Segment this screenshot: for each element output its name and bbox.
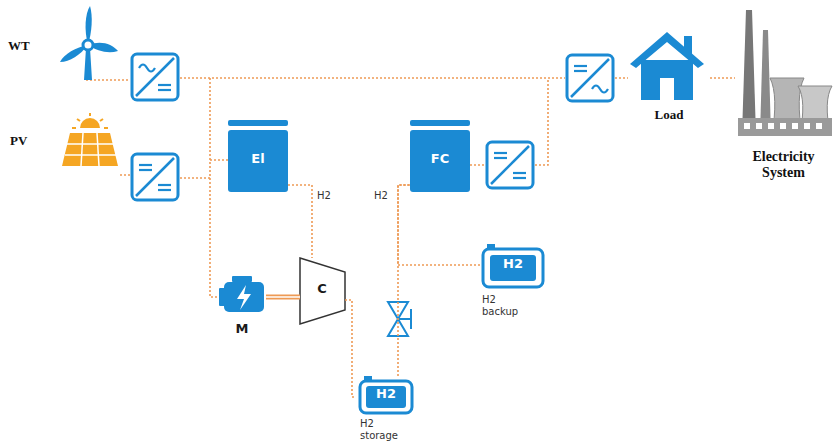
connector-line bbox=[288, 185, 312, 258]
wind-turbine: WT bbox=[4, 5, 120, 87]
compressor-symbol bbox=[300, 258, 345, 324]
pipe-connector bbox=[710, 78, 735, 79]
fuel-cell-box: FC bbox=[410, 130, 470, 192]
node-label: H2 bbox=[490, 257, 536, 272]
node-label: WT bbox=[8, 39, 38, 54]
shaft-connector bbox=[266, 297, 300, 298]
connector-line bbox=[266, 296, 300, 297]
wind-turbine-icon bbox=[60, 6, 118, 80]
electricity-system: Electricity System bbox=[735, 5, 832, 197]
flow-label: H2 bbox=[374, 190, 396, 202]
connector-line bbox=[266, 295, 300, 300]
hydrogen-tanks bbox=[360, 244, 543, 413]
power-plant-icon bbox=[738, 10, 832, 136]
pipe-connector bbox=[345, 300, 356, 397]
pv-panel-icon bbox=[62, 113, 118, 166]
pv-array: PV bbox=[4, 108, 122, 170]
electrolyzer-box: El bbox=[228, 130, 288, 192]
node-label: H2 bbox=[366, 387, 406, 402]
h2-storage-tank: H2 H2 storage bbox=[356, 376, 422, 446]
node-label: El bbox=[228, 152, 288, 167]
ac-dc-converter bbox=[132, 54, 178, 100]
node-caption: H2 storage bbox=[360, 418, 404, 441]
house-icon bbox=[630, 32, 704, 100]
node-label: C bbox=[310, 282, 334, 297]
load-house: Load bbox=[628, 28, 710, 132]
dc-dc-converter bbox=[132, 154, 178, 200]
dc-dc-converter bbox=[487, 142, 533, 188]
pipe-connector bbox=[398, 185, 410, 376]
stack-units bbox=[228, 120, 470, 192]
node-label: Load bbox=[634, 108, 704, 123]
node-label: PV bbox=[10, 134, 40, 149]
connector-line bbox=[398, 185, 480, 265]
pipe-connector bbox=[398, 185, 480, 265]
connector-line bbox=[398, 185, 410, 376]
pipe-connector bbox=[288, 185, 312, 258]
flow-label: H2 bbox=[317, 190, 341, 202]
power-wires bbox=[86, 78, 628, 297]
compressor: C bbox=[300, 258, 345, 324]
motor-icon bbox=[219, 276, 264, 312]
dc-ac-inverter bbox=[567, 55, 613, 101]
motor: M bbox=[218, 272, 266, 344]
node-caption: H2 backup bbox=[482, 294, 526, 317]
connector-line bbox=[345, 300, 356, 397]
h2-backup-tank: H2 H2 backup bbox=[480, 244, 548, 324]
node-label: M bbox=[218, 322, 266, 337]
node-label: FC bbox=[410, 152, 470, 167]
node-label: Electricity System bbox=[737, 149, 830, 181]
connector-line bbox=[710, 77, 735, 79]
valve-symbol bbox=[388, 302, 411, 336]
